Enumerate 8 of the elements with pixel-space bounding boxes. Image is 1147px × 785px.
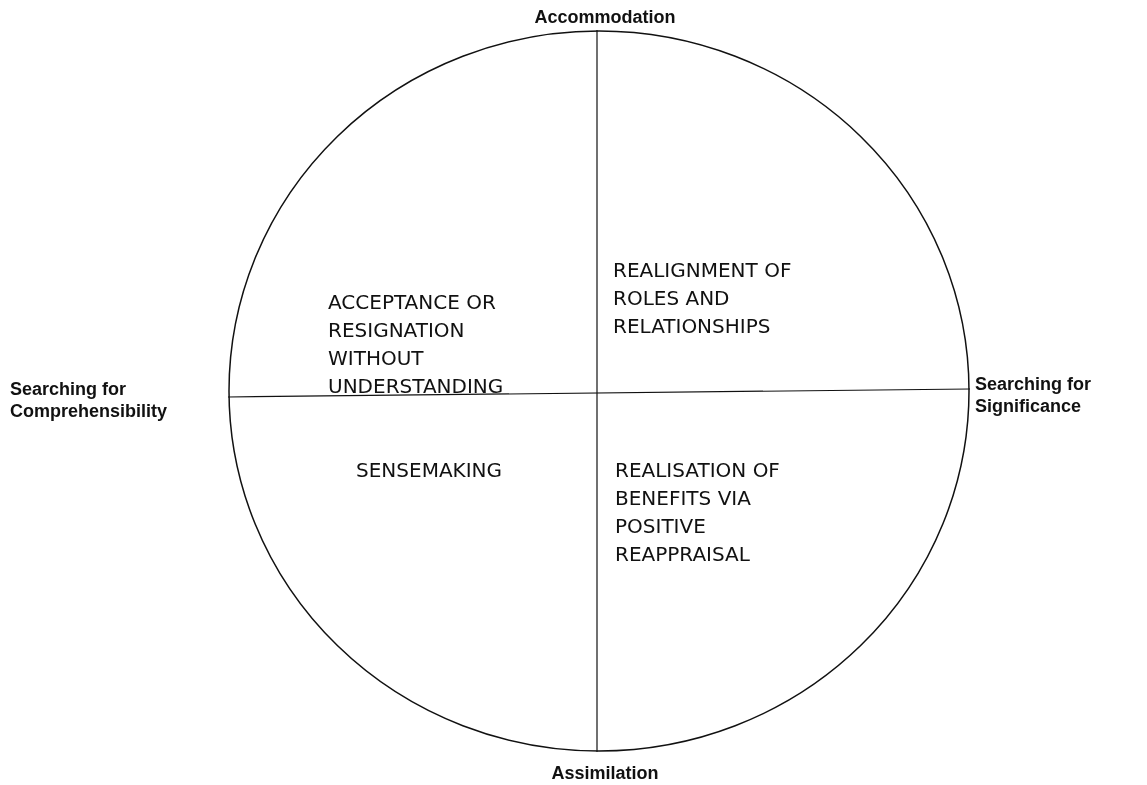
axis-label: Searching for Comprehensibility bbox=[10, 378, 169, 422]
quadrant-label: SENSEMAKING bbox=[356, 456, 556, 484]
quadrant-label: REALISATION OF BENEFITS VIA POSITIVE REAPPRAISAL bbox=[615, 456, 825, 568]
axis-label: Searching for Significance bbox=[975, 373, 1093, 417]
axis-label: Assimilation bbox=[550, 762, 660, 784]
quadrant-label: ACCEPTANCE OR RESIGNATION WITHOUT UNDERSTANDING bbox=[328, 288, 558, 400]
quadrant-label: REALIGNMENT OF ROLES AND RELATIONSHIPS bbox=[613, 256, 843, 340]
axis-label: Accommodation bbox=[533, 6, 677, 28]
